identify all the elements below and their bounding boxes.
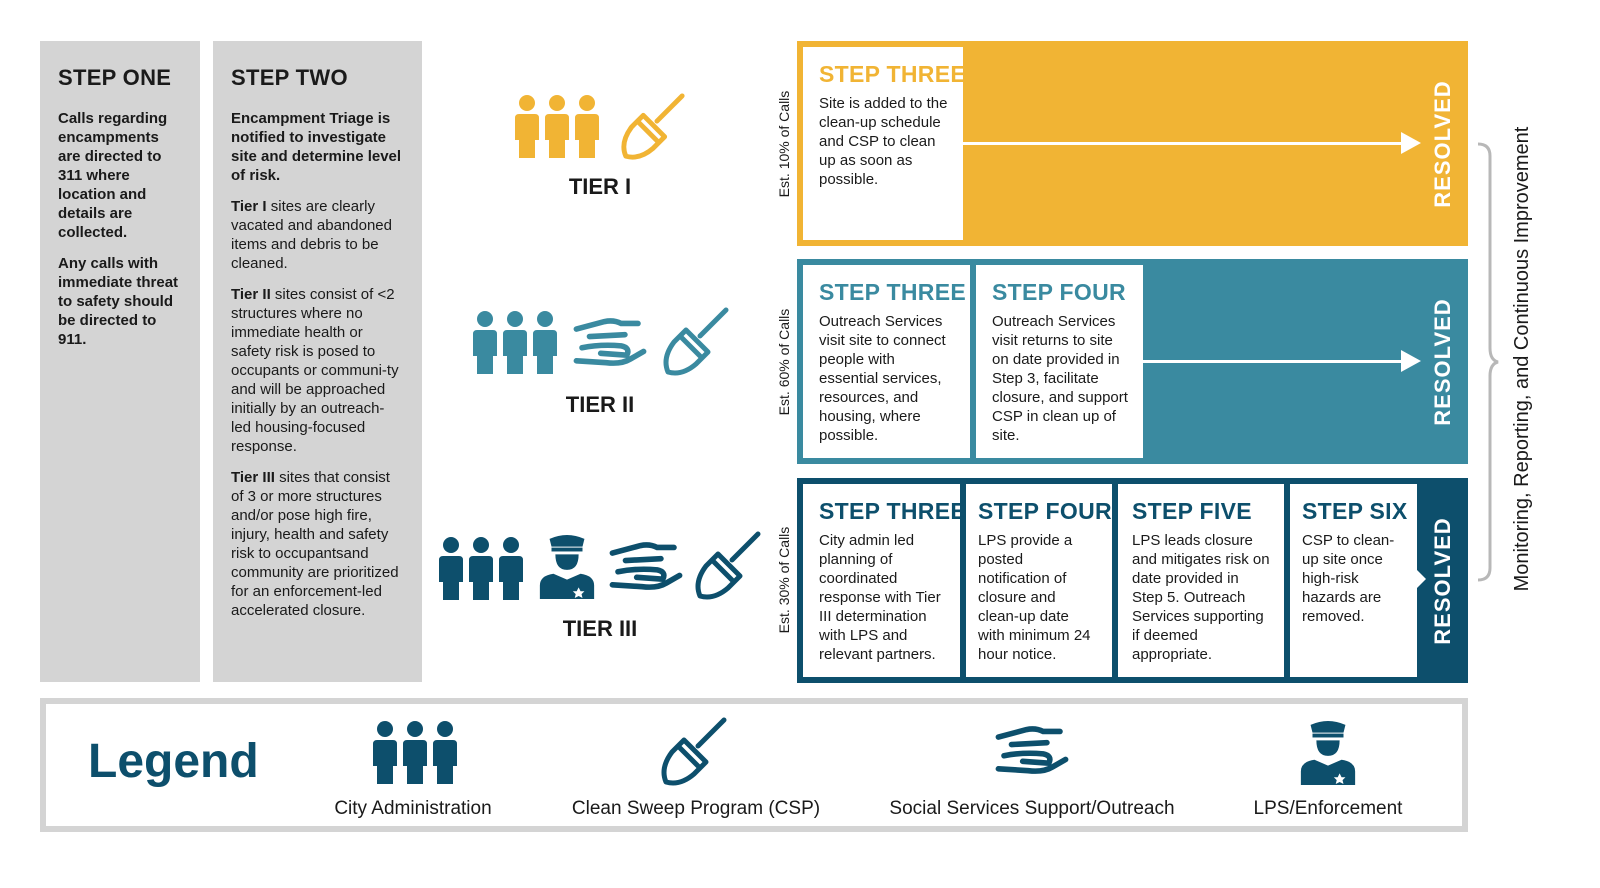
tier3-term: Tier III <box>231 469 275 486</box>
social-services-icon <box>994 724 1070 780</box>
step-one-safety-text: Any calls with immediate threat to safet… <box>58 255 179 348</box>
tier2-step-four-text: Outreach Services visit returns to site … <box>992 313 1128 444</box>
step-two-title: STEP TWO <box>231 65 348 90</box>
tier3-text: sites that consist of 3 or more structur… <box>231 469 399 619</box>
tier1-label: TIER I <box>568 174 632 199</box>
tier2-label: TIER II <box>565 392 635 417</box>
social-services-icon <box>608 540 684 596</box>
city-administration-icon <box>512 94 602 158</box>
tier1-resolved: RESOLVED <box>1430 80 1455 208</box>
tier2-arrow-head <box>1401 350 1421 372</box>
enforcement-icon <box>1297 718 1359 786</box>
tier3-step-three-card: STEP THREE City admin led planning of co… <box>803 484 966 677</box>
monitoring-label: Monitoring, Reporting, and Continuous Im… <box>1511 126 1533 592</box>
step-two-intro: Encampment Triage is notified to investi… <box>231 110 402 184</box>
tier3-calls-estimate: Est. 30% of Calls <box>776 526 792 634</box>
tier3-step-four-text: LPS provide a posted notification of clo… <box>978 532 1091 663</box>
clean-sweep-icon <box>618 92 688 162</box>
tier2-step-four-title: STEP FOUR <box>992 279 1126 305</box>
tier3-description: Tier III sites that consist of 3 or more… <box>231 468 404 620</box>
tier1-arrow <box>963 142 1403 145</box>
legend-panel: Legend City Administration Clean Sweep P… <box>40 698 1468 832</box>
tier3-step-six-text: CSP to clean-up site once high-risk haza… <box>1302 532 1395 625</box>
tier1-text: sites are clearly vacated and abandoned … <box>231 198 392 272</box>
city-administration-icon <box>370 720 460 784</box>
tier3-label: TIER III <box>562 616 638 641</box>
legend-label-social-services: Social Services Support/Outreach <box>889 798 1175 819</box>
tier2-band: STEP THREE Outreach Services visit site … <box>797 259 1468 464</box>
tier2-step-three-text: Outreach Services visit site to connect … <box>819 313 946 444</box>
tier2-step-three-card: STEP THREE Outreach Services visit site … <box>803 265 970 458</box>
legend-title: Legend <box>88 735 259 788</box>
monitoring-bracket <box>1477 142 1499 582</box>
clean-sweep-icon <box>658 716 730 788</box>
legend-label-clean-sweep: Clean Sweep Program (CSP) <box>571 798 821 819</box>
step-one-title: STEP ONE <box>58 65 172 90</box>
tier3-arrow-head <box>1417 570 1426 588</box>
tier1-step-three-text: Site is added to the clean-up schedule a… <box>819 95 948 188</box>
tier3-step-six-card: STEP SIX CSP to clean-up site once high-… <box>1290 484 1417 677</box>
tier2-text: sites consist of <2 structures where no … <box>231 286 399 455</box>
tier1-band: STEP THREE Site is added to the clean-up… <box>797 41 1468 246</box>
legend-label-enforcement: LPS/Enforcement <box>1253 798 1403 819</box>
tier1-arrow-head <box>1401 132 1421 154</box>
tier2-resolved: RESOLVED <box>1430 298 1455 426</box>
tier3-step-four-title: STEP FOUR <box>978 498 1112 524</box>
clean-sweep-icon <box>660 306 732 378</box>
tier2-step-four-card: STEP FOUR Outreach Services visit return… <box>976 265 1143 458</box>
tier1-step-three-card: STEP THREE Site is added to the clean-up… <box>803 47 966 240</box>
tier3-step-five-title: STEP FIVE <box>1132 498 1252 524</box>
tier1-calls-estimate: Est. 10% of Calls <box>776 90 792 198</box>
step-one-text: Calls regarding encampments are directed… <box>58 110 168 241</box>
tier1-description: Tier I sites are clearly vacated and aba… <box>231 197 404 273</box>
tier1-step-three-title: STEP THREE <box>819 61 966 87</box>
tier3-step-three-text: City admin led planning of coordinated r… <box>819 532 941 663</box>
tier1-term: Tier I <box>231 198 267 215</box>
tier2-step-three-title: STEP THREE <box>819 279 966 305</box>
step-one-panel: STEP ONE Calls regarding encampments are… <box>40 41 200 682</box>
step-two-panel: STEP TWO Encampment Triage is notified t… <box>213 41 422 682</box>
tier3-step-five-card: STEP FIVE LPS leads closure and mitigate… <box>1118 484 1284 677</box>
social-services-icon <box>572 316 648 372</box>
tier3-step-five-text: LPS leads closure and mitigates risk on … <box>1132 532 1270 663</box>
city-administration-icon <box>436 536 526 600</box>
tier2-calls-estimate: Est. 60% of Calls <box>776 308 792 416</box>
tier3-icons <box>436 530 766 606</box>
legend-label-city-administration: City Administration <box>334 798 492 819</box>
tier2-arrow <box>1143 360 1403 363</box>
tier3-step-three-title: STEP THREE <box>819 498 966 524</box>
city-administration-icon <box>470 310 560 374</box>
tier3-band: STEP THREE City admin led planning of co… <box>797 478 1468 683</box>
tier2-term: Tier II <box>231 286 271 303</box>
tier2-icons <box>470 306 740 378</box>
tier3-step-six-title: STEP SIX <box>1302 498 1408 524</box>
enforcement-icon <box>536 532 598 600</box>
tier2-description: Tier II sites consist of <2 structures w… <box>231 285 404 456</box>
clean-sweep-icon <box>692 530 764 602</box>
tier3-step-four-card: STEP FOUR LPS provide a posted notificat… <box>966 484 1112 677</box>
tier1-icons <box>512 92 692 162</box>
tier3-resolved: RESOLVED <box>1430 517 1455 645</box>
